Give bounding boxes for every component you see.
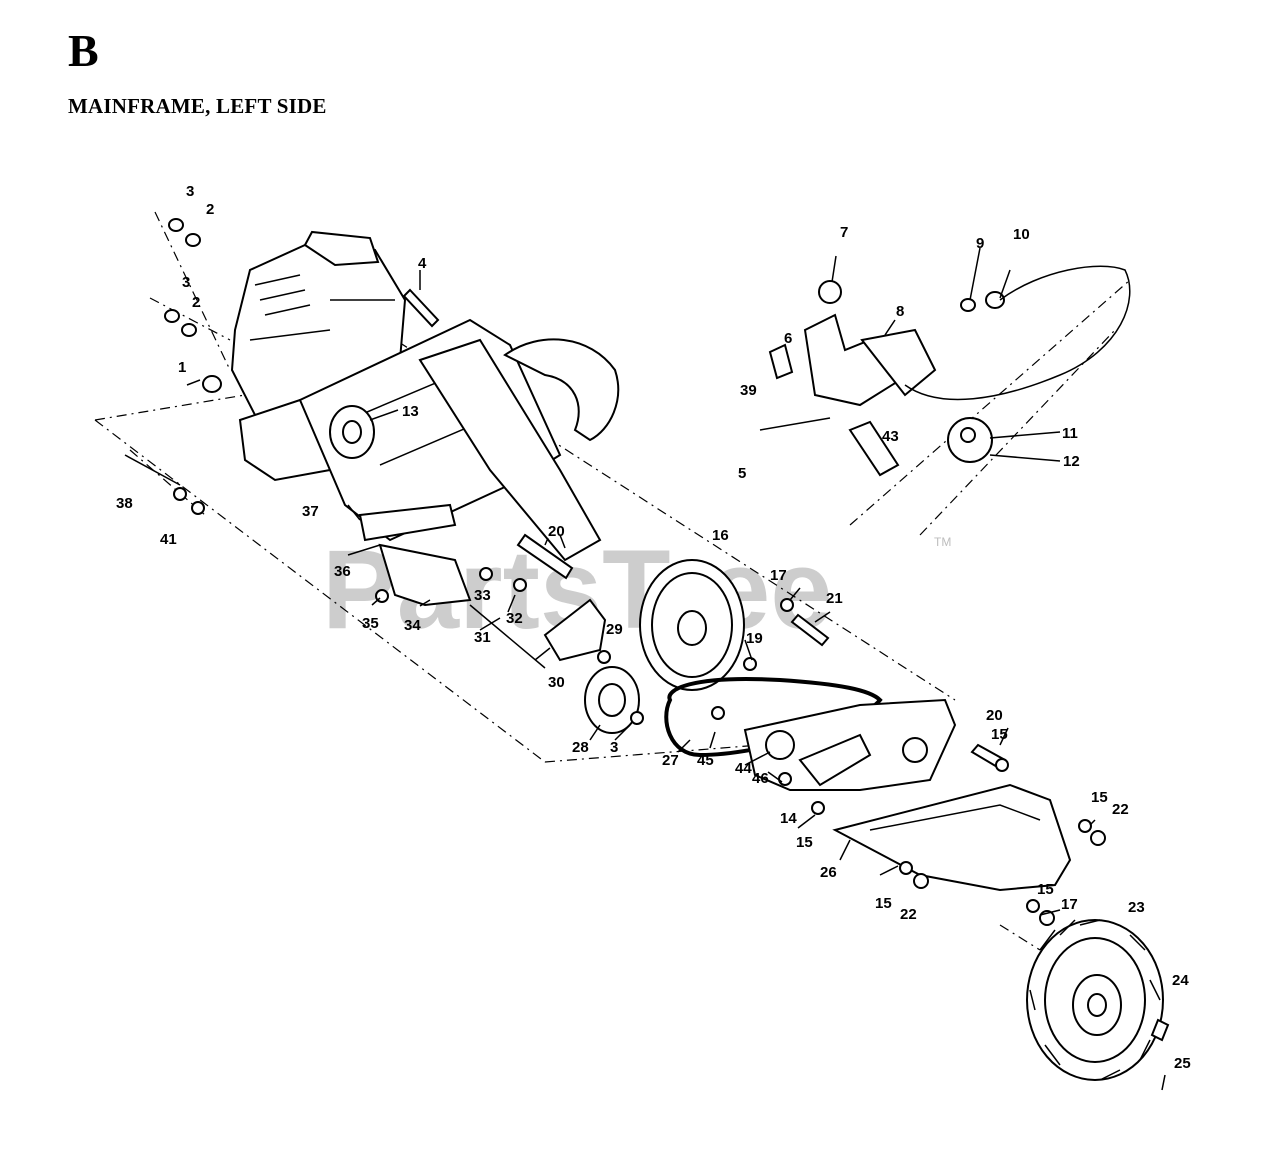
callout-17: 17	[770, 567, 787, 584]
callout-45: 45	[697, 752, 714, 769]
callout-7: 7	[840, 224, 848, 241]
callout-38: 38	[116, 495, 133, 512]
callout-11: 11	[1062, 425, 1078, 442]
callout-22: 22	[1112, 801, 1129, 818]
callout-33: 33	[474, 587, 491, 604]
callout-46: 46	[752, 770, 769, 787]
callout-41: 41	[160, 531, 177, 548]
callout-13: 13	[402, 403, 419, 420]
drive-pulley	[639, 559, 745, 691]
callout-5: 5	[738, 465, 746, 482]
callout-16: 16	[712, 527, 729, 544]
callout-20: 20	[548, 523, 565, 540]
callout-1: 1	[178, 359, 186, 376]
inset-handle-detail	[759, 265, 1131, 536]
callout-15: 15	[875, 895, 892, 912]
callout-15: 15	[1091, 789, 1108, 806]
belt-guard-plate	[378, 543, 472, 607]
callout-23: 23	[1128, 899, 1145, 916]
callout-14: 14	[780, 810, 797, 827]
fasteners	[164, 218, 1106, 926]
callout-6: 6	[784, 330, 792, 347]
callout-3: 3	[186, 183, 194, 200]
idler-pulley	[584, 666, 640, 734]
callout-31: 31	[474, 629, 491, 646]
wheel-assembly	[1026, 919, 1170, 1091]
watermark-trademark: TM	[934, 535, 951, 549]
callout-36: 36	[334, 563, 351, 580]
callout-leader-lines	[186, 247, 1096, 916]
callout-9: 9	[976, 235, 984, 252]
callout-37: 37	[302, 503, 319, 520]
callout-22: 22	[900, 906, 917, 923]
callout-4: 4	[418, 255, 427, 272]
callout-numbers: 1223334567891011121314151515151516171719…	[116, 183, 1191, 1072]
callout-39: 39	[740, 382, 757, 399]
drive-belt	[664, 677, 883, 758]
callout-10: 10	[1013, 226, 1030, 243]
callout-15: 15	[991, 726, 1008, 743]
callout-34: 34	[404, 617, 421, 634]
mounting-bracket	[358, 503, 457, 542]
callout-8: 8	[896, 303, 904, 320]
callout-15: 15	[796, 834, 813, 851]
section-letter: B	[68, 25, 99, 76]
callout-3: 3	[610, 739, 618, 756]
callout-35: 35	[362, 615, 379, 632]
callout-15: 15	[1037, 881, 1054, 898]
callout-25: 25	[1174, 1055, 1191, 1072]
inner-belt-cover	[743, 698, 957, 791]
callout-2: 2	[192, 294, 200, 311]
callout-28: 28	[572, 739, 589, 756]
idler-arm	[543, 598, 607, 662]
callout-12: 12	[1063, 453, 1080, 470]
callout-32: 32	[506, 610, 523, 627]
callout-20: 20	[986, 707, 1003, 724]
callout-21: 21	[826, 590, 843, 607]
callout-27: 27	[662, 752, 679, 769]
callout-26: 26	[820, 864, 837, 881]
callout-17: 17	[1061, 896, 1078, 913]
callout-44: 44	[735, 760, 752, 777]
callout-3: 3	[182, 274, 190, 291]
callout-19: 19	[746, 630, 763, 647]
section-title: MAINFRAME, LEFT SIDE	[68, 94, 327, 118]
outer-belt-cover	[832, 783, 1072, 892]
callout-30: 30	[548, 674, 565, 691]
tine-shield	[503, 338, 620, 442]
callout-2: 2	[206, 201, 214, 218]
callout-24: 24	[1172, 972, 1189, 989]
callout-43: 43	[882, 428, 899, 445]
callout-29: 29	[606, 621, 623, 638]
